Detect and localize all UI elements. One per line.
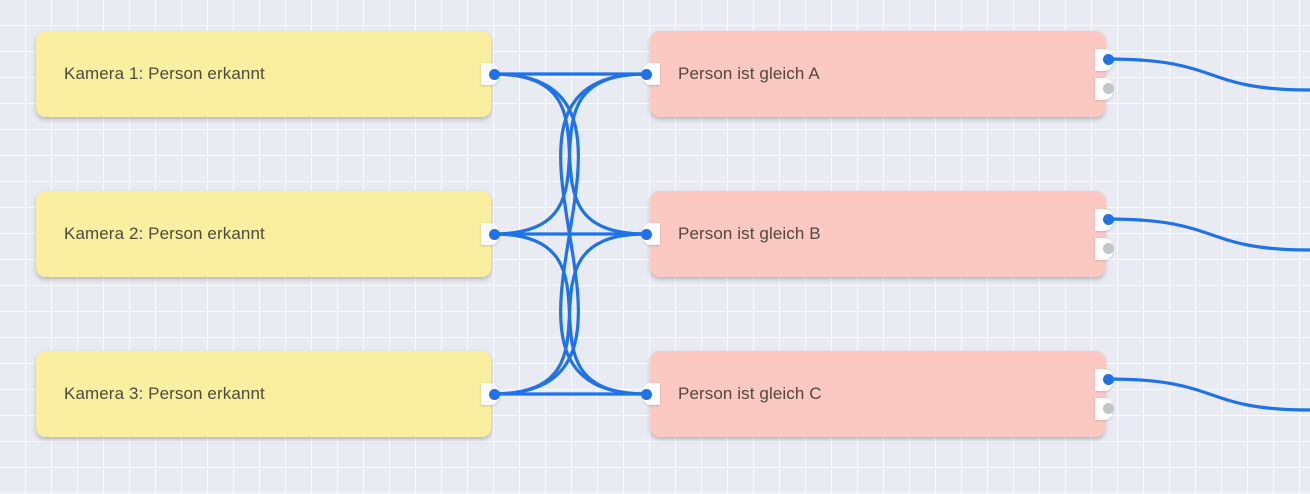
port-dot-icon bbox=[641, 68, 652, 80]
link-cam2-to-switchC[interactable] bbox=[491, 232, 648, 396]
node-label: Kamera 1: Person erkannt bbox=[64, 64, 265, 83]
port-dot-icon bbox=[1103, 403, 1114, 414]
output-port-cam3-1[interactable] bbox=[481, 383, 500, 405]
outgoing-link-switchC[interactable] bbox=[1106, 377, 1310, 412]
port-dot-icon bbox=[1103, 54, 1114, 65]
node-label: Person ist gleich C bbox=[678, 384, 822, 403]
output-port-switchC-2[interactable] bbox=[1095, 397, 1114, 420]
input-port-switchC[interactable] bbox=[641, 383, 660, 405]
output-port-switchA-1[interactable] bbox=[1095, 48, 1114, 71]
link-cam1-to-switchB[interactable] bbox=[491, 72, 648, 236]
node-cam3[interactable]: Kamera 3: Person erkannt bbox=[36, 351, 500, 437]
output-port-switchC-1[interactable] bbox=[1095, 368, 1114, 391]
output-port-cam2-1[interactable] bbox=[481, 223, 500, 245]
link-cam1-to-switchC[interactable] bbox=[491, 72, 648, 396]
link-cam3-to-switchB[interactable] bbox=[491, 232, 648, 396]
link-cam2-to-switchA[interactable] bbox=[491, 72, 648, 236]
input-port-switchB[interactable] bbox=[641, 223, 660, 245]
link-cam3-to-switchA[interactable] bbox=[491, 72, 648, 396]
node-switchC[interactable]: Person ist gleich C bbox=[641, 351, 1114, 437]
node-cam2[interactable]: Kamera 2: Person erkannt bbox=[36, 191, 500, 277]
output-port-switchA-2[interactable] bbox=[1095, 77, 1114, 100]
output-port-switchB-1[interactable] bbox=[1095, 208, 1114, 231]
port-dot-icon bbox=[1103, 243, 1114, 254]
input-port-switchA[interactable] bbox=[641, 63, 660, 85]
node-label: Kamera 2: Person erkannt bbox=[64, 224, 265, 243]
node-label: Kamera 3: Person erkannt bbox=[64, 384, 265, 403]
node-switchA[interactable]: Person ist gleich A bbox=[641, 31, 1114, 117]
port-dot-icon bbox=[1103, 83, 1114, 94]
node-label: Person ist gleich B bbox=[678, 224, 821, 243]
outgoing-link-switchA[interactable] bbox=[1106, 57, 1310, 92]
port-dot-icon bbox=[1103, 214, 1114, 225]
port-dot-icon bbox=[489, 228, 500, 240]
outgoing-link-switchB[interactable] bbox=[1106, 217, 1310, 252]
port-dot-icon bbox=[641, 228, 652, 240]
output-port-switchB-2[interactable] bbox=[1095, 237, 1114, 260]
port-dot-icon bbox=[489, 68, 500, 80]
node-cam1[interactable]: Kamera 1: Person erkannt bbox=[36, 31, 500, 117]
port-dot-icon bbox=[1103, 374, 1114, 385]
port-dot-icon bbox=[489, 388, 500, 400]
node-switchB[interactable]: Person ist gleich B bbox=[641, 191, 1114, 277]
node-label: Person ist gleich A bbox=[678, 64, 820, 83]
port-dot-icon bbox=[641, 388, 652, 400]
output-port-cam1-1[interactable] bbox=[481, 63, 500, 85]
